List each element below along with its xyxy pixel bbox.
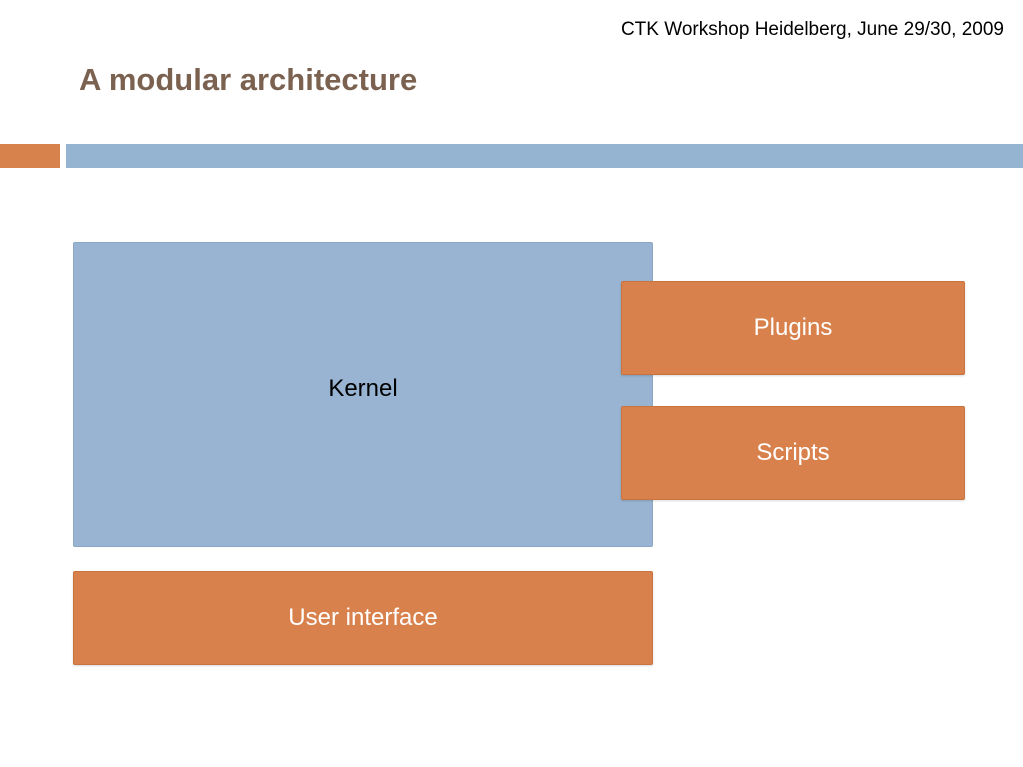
- user-interface-box: User interface: [73, 571, 653, 665]
- plugins-box: Plugins: [621, 281, 965, 375]
- scripts-label: Scripts: [756, 439, 830, 466]
- kernel-label: Kernel: [328, 374, 398, 402]
- event-caption: CTK Workshop Heidelberg, June 29/30, 200…: [620, 19, 1004, 40]
- kernel-box: Kernel: [73, 242, 653, 547]
- plugins-label: Plugins: [753, 314, 833, 341]
- title-accent-blue-bar: [66, 144, 1023, 168]
- title-accent-orange-bar: [0, 144, 60, 168]
- user-interface-label: User interface: [288, 604, 438, 631]
- slide-title: A modular architecture: [79, 62, 418, 97]
- scripts-box: Scripts: [621, 406, 965, 500]
